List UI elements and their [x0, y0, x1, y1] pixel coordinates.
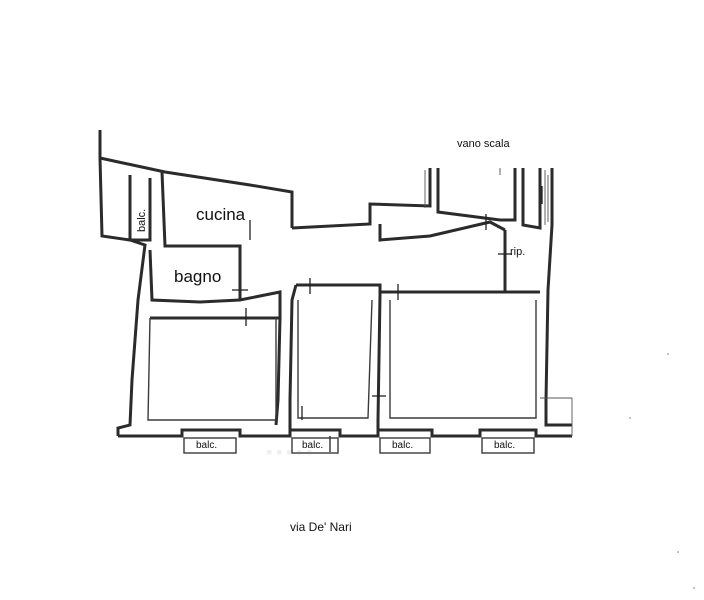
wall-right-room-inner	[389, 300, 537, 419]
balcony-label-4: balc.	[494, 440, 516, 451]
balcony-label-1: balc.	[196, 440, 218, 451]
stair-details	[424, 168, 573, 436]
wall-south	[118, 428, 572, 438]
wall-center-room-west	[288, 284, 298, 430]
label-vano-scala: vano scala	[457, 138, 510, 150]
balcony-2	[291, 437, 339, 454]
wall-stair-right	[436, 168, 517, 222]
room-label-rip: rip.	[510, 246, 526, 258]
wall-west-lower	[116, 238, 147, 436]
balcony-3	[379, 437, 431, 454]
wall-north-east	[521, 168, 542, 230]
outer-walls	[98, 130, 572, 438]
room-label-small-balc: balc.	[136, 208, 148, 232]
balcony-boxes	[183, 437, 535, 454]
wall-north-left	[99, 156, 294, 228]
wall-east	[544, 168, 572, 427]
balcony-label-3: balc.	[392, 440, 414, 451]
balcony-label-2: balc.	[302, 440, 324, 451]
balcony-1	[183, 437, 237, 454]
wall-west-upper	[98, 130, 131, 242]
wall-center-room-inner	[297, 299, 373, 419]
wall-north-corridor	[291, 168, 432, 230]
room-label-cucina: cucina	[196, 205, 246, 224]
wall-left-room-inner	[147, 317, 277, 421]
label-street: via De' Nari	[290, 520, 352, 534]
wall-center-room	[296, 283, 382, 430]
interior-walls	[128, 171, 540, 430]
room-label-bagno: bagno	[174, 267, 222, 286]
door-ticks	[232, 186, 543, 452]
balcony-4	[481, 437, 535, 454]
wall-kitchen-west	[160, 171, 242, 300]
wall-corridor-north	[378, 220, 506, 242]
watermark: ·····	[265, 436, 315, 469]
scan-specks	[629, 353, 695, 589]
wall-small-balc	[128, 175, 152, 242]
